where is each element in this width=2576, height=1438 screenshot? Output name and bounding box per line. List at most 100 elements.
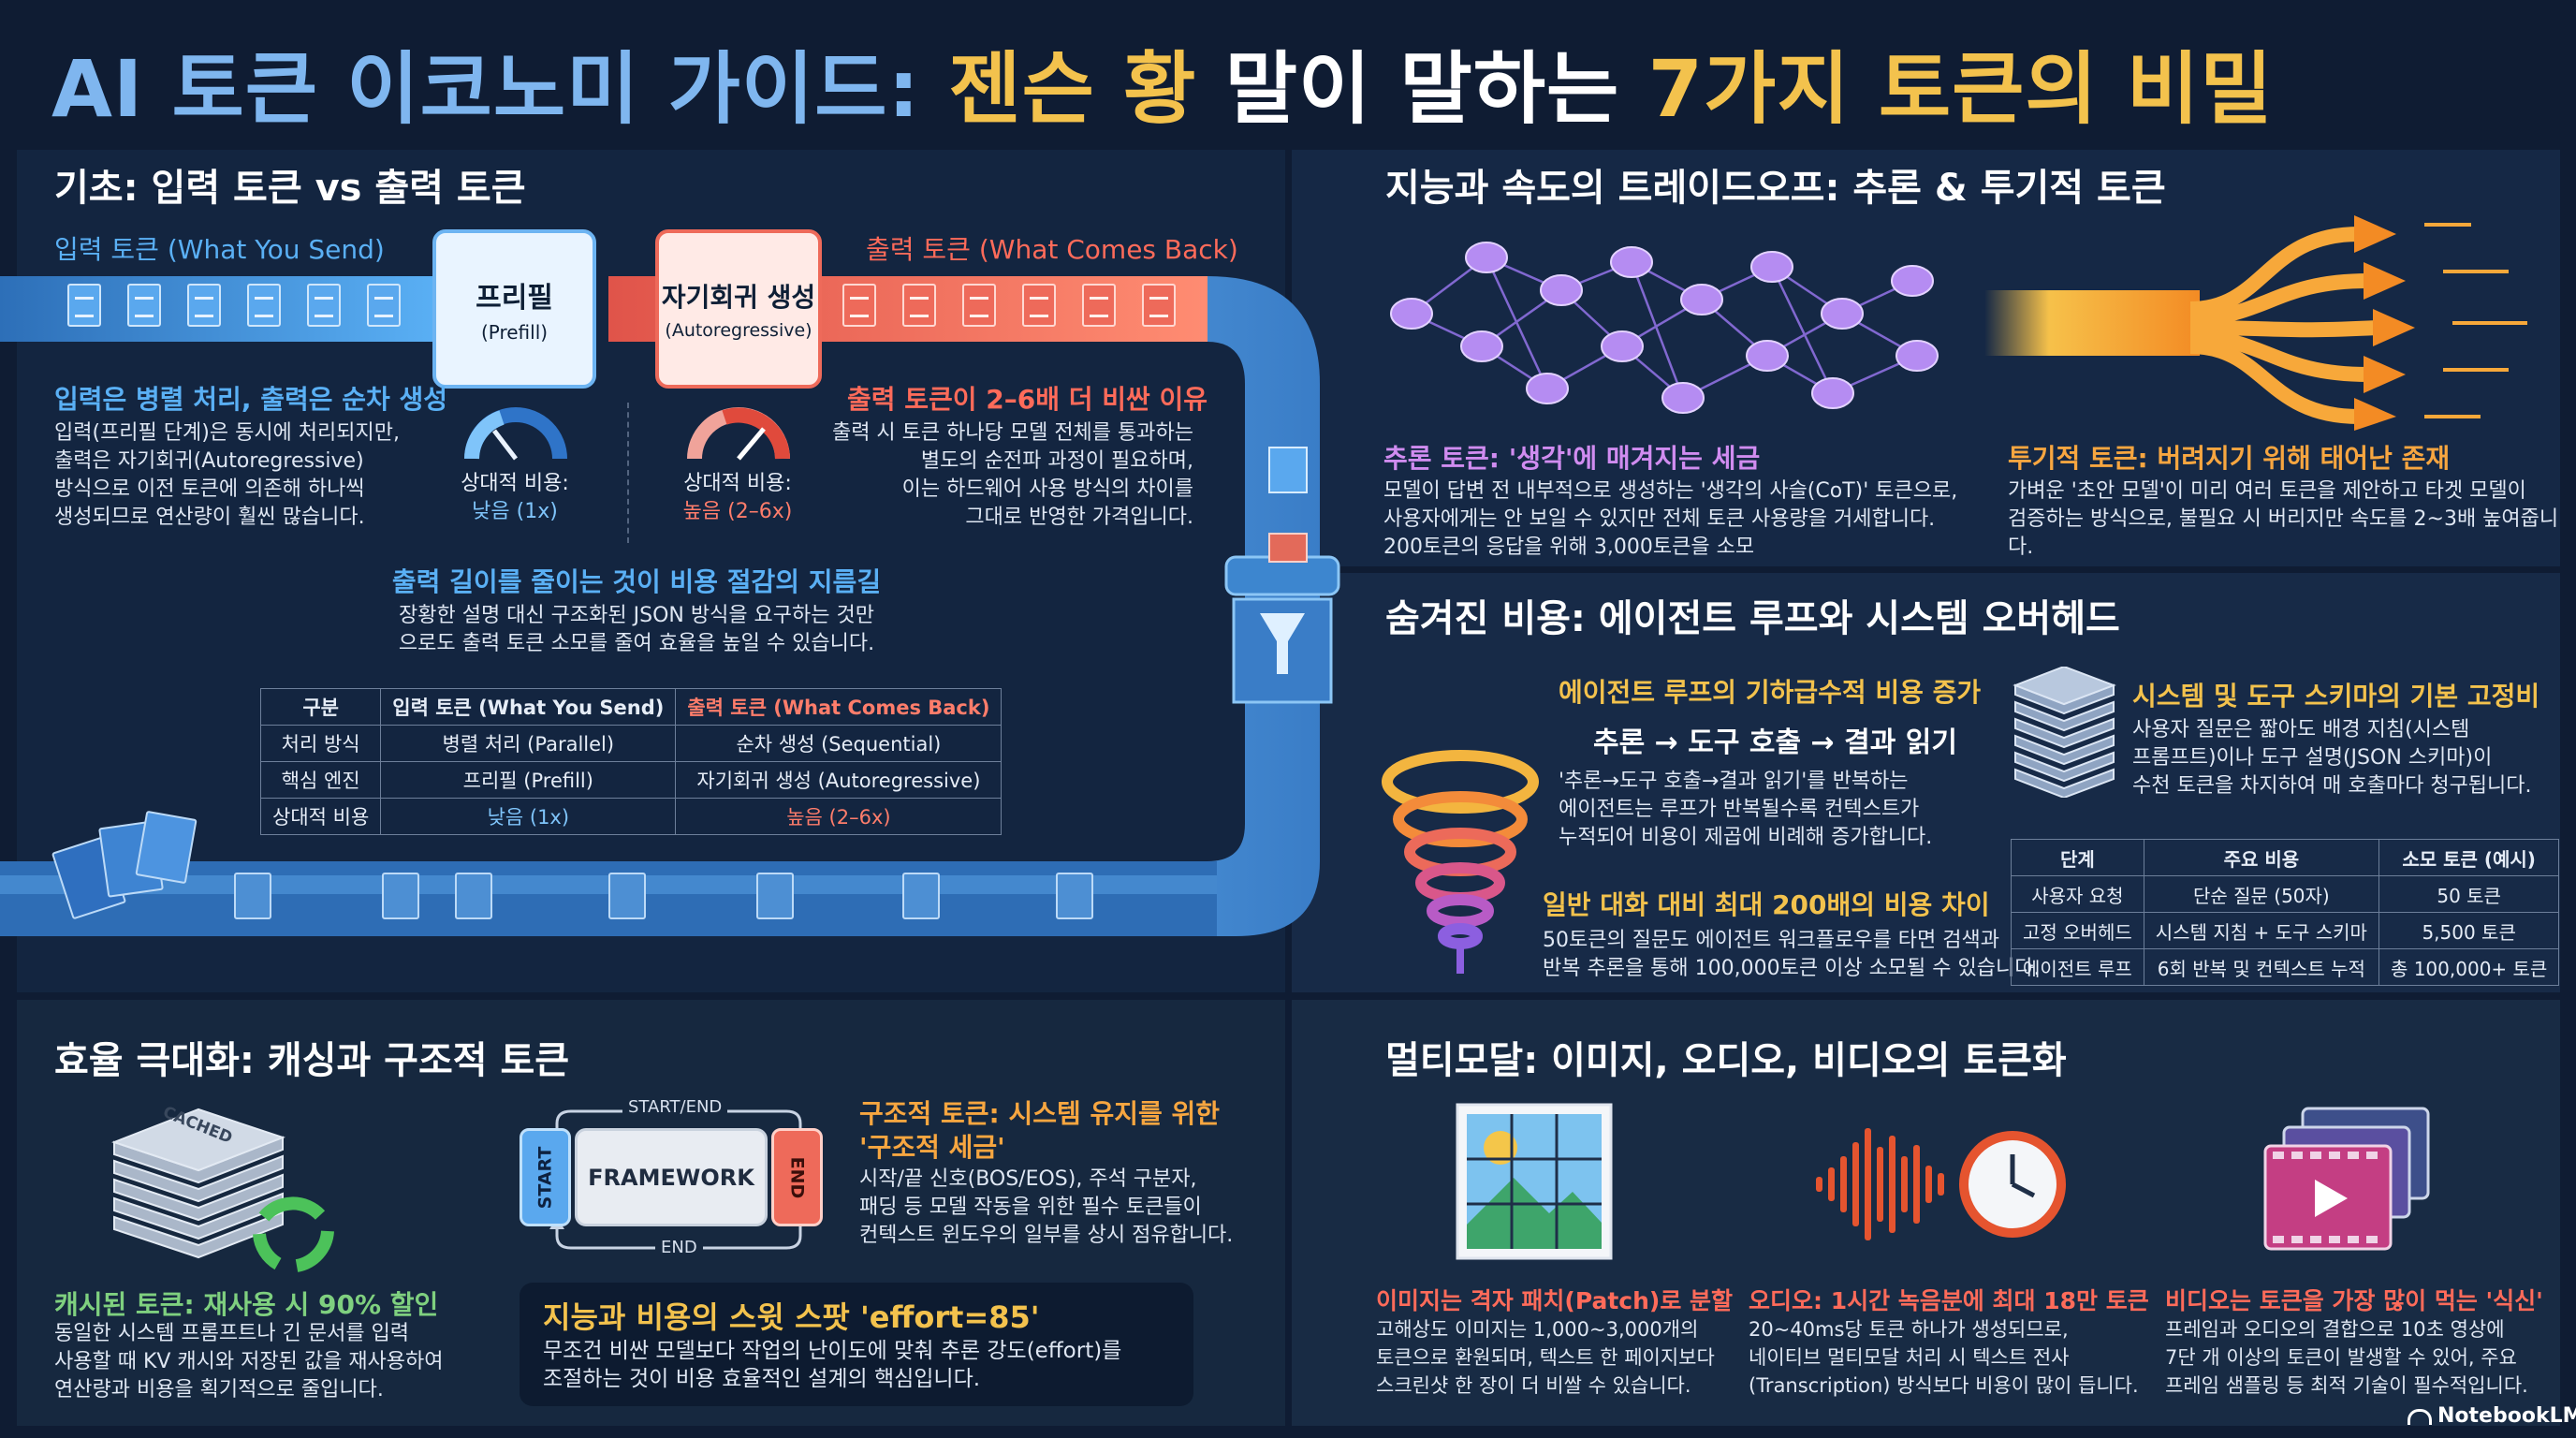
agent-loop-body: '추론→도구 호출→결과 읽기'를 반복하는 에이전트는 루프가 반복될수록 컨… [1559,770,1933,849]
table-row: 에이전트 루프 6회 반복 및 컨텍스트 누적 총 100,000+ 토큰 [2011,948,2560,986]
effort-callout [520,1283,1193,1406]
speculative-arrows-icon [1984,215,2527,431]
table-cell: 총 100,000+ 토큰 [2378,948,2560,986]
caching-heading: 효율 극대화: 캐싱과 구조적 토큰 [54,1039,570,1082]
audio-body: 20~40ms당 토큰 하나가 생성되므로, 네이티브 멀티모달 처리 시 텍스… [1749,1318,2139,1397]
table-row: 상대적 비용 낮음 (1x) 높음 (2–6x) [259,798,1003,835]
framework-box: FRAMEWORK [575,1128,768,1226]
table-cell: 단순 질문 (50자) [2143,875,2379,913]
parallel-body: 입력(프리필 단계)은 동시에 처리되지만, 출력은 자기회귀(Autoregr… [54,421,400,529]
title-part1: AI 토큰 이코노미 가이드: [51,43,949,135]
reasoning-token-heading: 추론 토큰: '생각'에 매겨지는 세금 [1383,443,1761,474]
gauge-high-icon [687,407,790,461]
prefill-sub: (Prefill) [480,321,549,344]
image-grid-icon [1456,1103,1613,1260]
audio-wave-icon [1816,1128,2066,1240]
prefill-box: 프리필 (Prefill) [432,229,596,389]
cost-diff-body: 50토큰의 질문도 에이전트 워크플로우를 타면 검색과 반복 추론을 통해 1… [1543,929,2041,980]
hidden-cost-heading: 숨겨진 비용: 에이전트 루프와 시스템 오버헤드 [1385,597,2120,640]
table-row: 사용자 요청 단순 질문 (50자) 50 토큰 [2011,875,2560,913]
framework-label: FRAMEWORK [588,1164,754,1191]
audio-heading: 오디오: 1시간 녹음분에 최대 18만 토큰 [1749,1287,2149,1314]
gauge-high-value: 높음 (2–6x) [682,500,793,523]
table-cell: 순차 생성 (Sequential) [675,725,1003,762]
system-overhead-body: 사용자 질문은 짧아도 배경 지침(시스템 프롬프트)이나 도구 설명(JSON… [2132,718,2532,798]
gauge-high-label: 상대적 비용: [683,472,792,495]
video-heading: 비디오는 토큰을 가장 많이 먹는 '식신' [2165,1287,2543,1314]
table-cell: 5,500 토큰 [2378,912,2560,949]
table-cell: 낮음 (1x) [380,798,677,835]
cached-body: 동일한 시스템 프롬프트나 긴 문서를 입력 사용할 때 KV 캐시와 저장된 … [54,1322,444,1401]
table-cell: 사용자 요청 [2011,875,2144,913]
pipe-doc-icon [382,873,419,919]
gauge-low-icon [464,407,567,461]
cached-stack-icon [111,1108,334,1272]
page-title: AI 토큰 이코노미 가이드: 젠슨 황 말이 말하는 7가지 토큰의 비밀 [51,26,2274,139]
output-doc-icon [842,284,876,327]
stack-layers-icon [2012,667,2116,798]
output-doc-icon [902,284,936,327]
divider-dashed [627,403,629,543]
reasoning-heading: 지능과 속도의 트레이드오프: 추론 & 투기적 토큰 [1385,167,2166,210]
table-cell: 에이전트 루프 [2011,948,2144,986]
start-end-label: START/END [622,1097,728,1117]
table-cell: 고정 오버헤드 [2011,912,2144,949]
video-stack-icon [2263,1107,2430,1251]
table-cell: 50 토큰 [2378,875,2560,913]
table-header: 출력 토큰 (What Comes Back) [675,688,1003,726]
spiral-loop-icon [1382,750,1539,974]
pipe-doc-icon [234,873,271,919]
output-doc-icon [962,284,996,327]
output-cost-heading: 출력 토큰이 2–6배 더 비싼 이유 [847,384,1208,415]
title-part2: 젠슨 황 [948,43,1197,135]
table-cell: 높음 (2–6x) [675,798,1003,835]
start-label: START [534,1146,556,1209]
end-box: END [771,1128,823,1226]
structural-body: 시작/끝 신호(BOS/EOS), 주석 구분자, 패딩 등 모델 작동을 위한… [859,1167,1234,1247]
table-cell: 시스템 지침 + 도구 스키마 [2143,912,2379,949]
structural-heading: 구조적 토큰: 시스템 유지를 위한 '구조적 세금' [859,1098,1221,1163]
video-body: 프레임과 오디오의 결합으로 10초 영상에 7단 개 이상의 토큰이 발생할 … [2165,1318,2528,1397]
table-header: 주요 비용 [2143,839,2379,876]
cached-heading: 캐시된 토큰: 재사용 시 90% 할인 [54,1289,439,1320]
table-row: 처리 방식 병렬 처리 (Parallel) 순차 생성 (Sequential… [259,725,1003,762]
input-token-label: 입력 토큰 (What You Send) [54,234,385,265]
speculative-heading: 투기적 토큰: 버려지기 위해 태어난 존재 [2008,443,2451,474]
output-cost-body: 출력 시 토큰 하나당 모델 전체를 통과하는 별도의 순전파 과정이 필요하며… [831,421,1193,529]
output-doc-icon [1082,284,1116,327]
title-part3: 말이 말하는 [1196,43,1648,135]
image-heading: 이미지는 격자 패치(Patch)로 분할 [1376,1287,1734,1314]
speculative-body: 가벼운 '초안 모델'이 미리 여러 토큰을 제안하고 타겟 모델이 검증하는 … [2008,479,2559,559]
autoregressive-sub: (Autoregressive) [665,320,812,341]
table-cell: 자기회귀 생성 (Autoregressive) [675,761,1003,799]
table-cell: 핵심 엔진 [259,761,382,799]
table-header: 구분 [259,688,382,726]
neural-network-icon [1390,242,1939,414]
pipe-doc-icon [608,873,646,919]
end-bottom-label: END [655,1238,703,1257]
brand-name: NotebookLM [2437,1404,2576,1428]
input-doc-icon [247,284,281,327]
gauge-high-caption: 상대적 비용: 높음 (2–6x) [663,470,812,526]
input-doc-icon [127,284,161,327]
table-cell: 프리필 (Prefill) [380,761,677,799]
gauge-low-caption: 상대적 비용: 낮음 (1x) [440,470,590,526]
output-doc-icon [1142,284,1176,327]
table-cell: 처리 방식 [259,725,382,762]
table-header: 단계 [2011,839,2144,876]
brand-icon [2408,1408,2432,1425]
table-header: 소모 토큰 (예시) [2378,839,2560,876]
output-doc-icon [1022,284,1056,327]
parallel-heading: 입력은 병렬 처리, 출력은 순차 생성 [54,384,448,415]
start-box: START [520,1128,571,1226]
tip-heading: 출력 길이를 줄이는 것이 비용 절감의 지름길 [391,566,882,597]
table-cell: 상대적 비용 [259,798,382,835]
input-doc-icon [67,284,101,327]
doc-stack-icon [51,810,198,920]
table-row: 고정 오버헤드 시스템 지침 + 도구 스키마 5,500 토큰 [2011,912,2560,949]
brand-logo: NotebookLM [2408,1404,2576,1428]
input-doc-icon [367,284,401,327]
tip-body: 장황한 설명 대신 구조화된 JSON 방식을 요구하는 것만 으로도 출력 토… [398,604,875,655]
reasoning-token-body: 모델이 답변 전 내부적으로 생성하는 '생각의 사슬(CoT)' 토큰으로, … [1383,479,1958,559]
effort-heading: 지능과 비용의 스윗 스팟 'effort=85' [543,1299,1040,1335]
